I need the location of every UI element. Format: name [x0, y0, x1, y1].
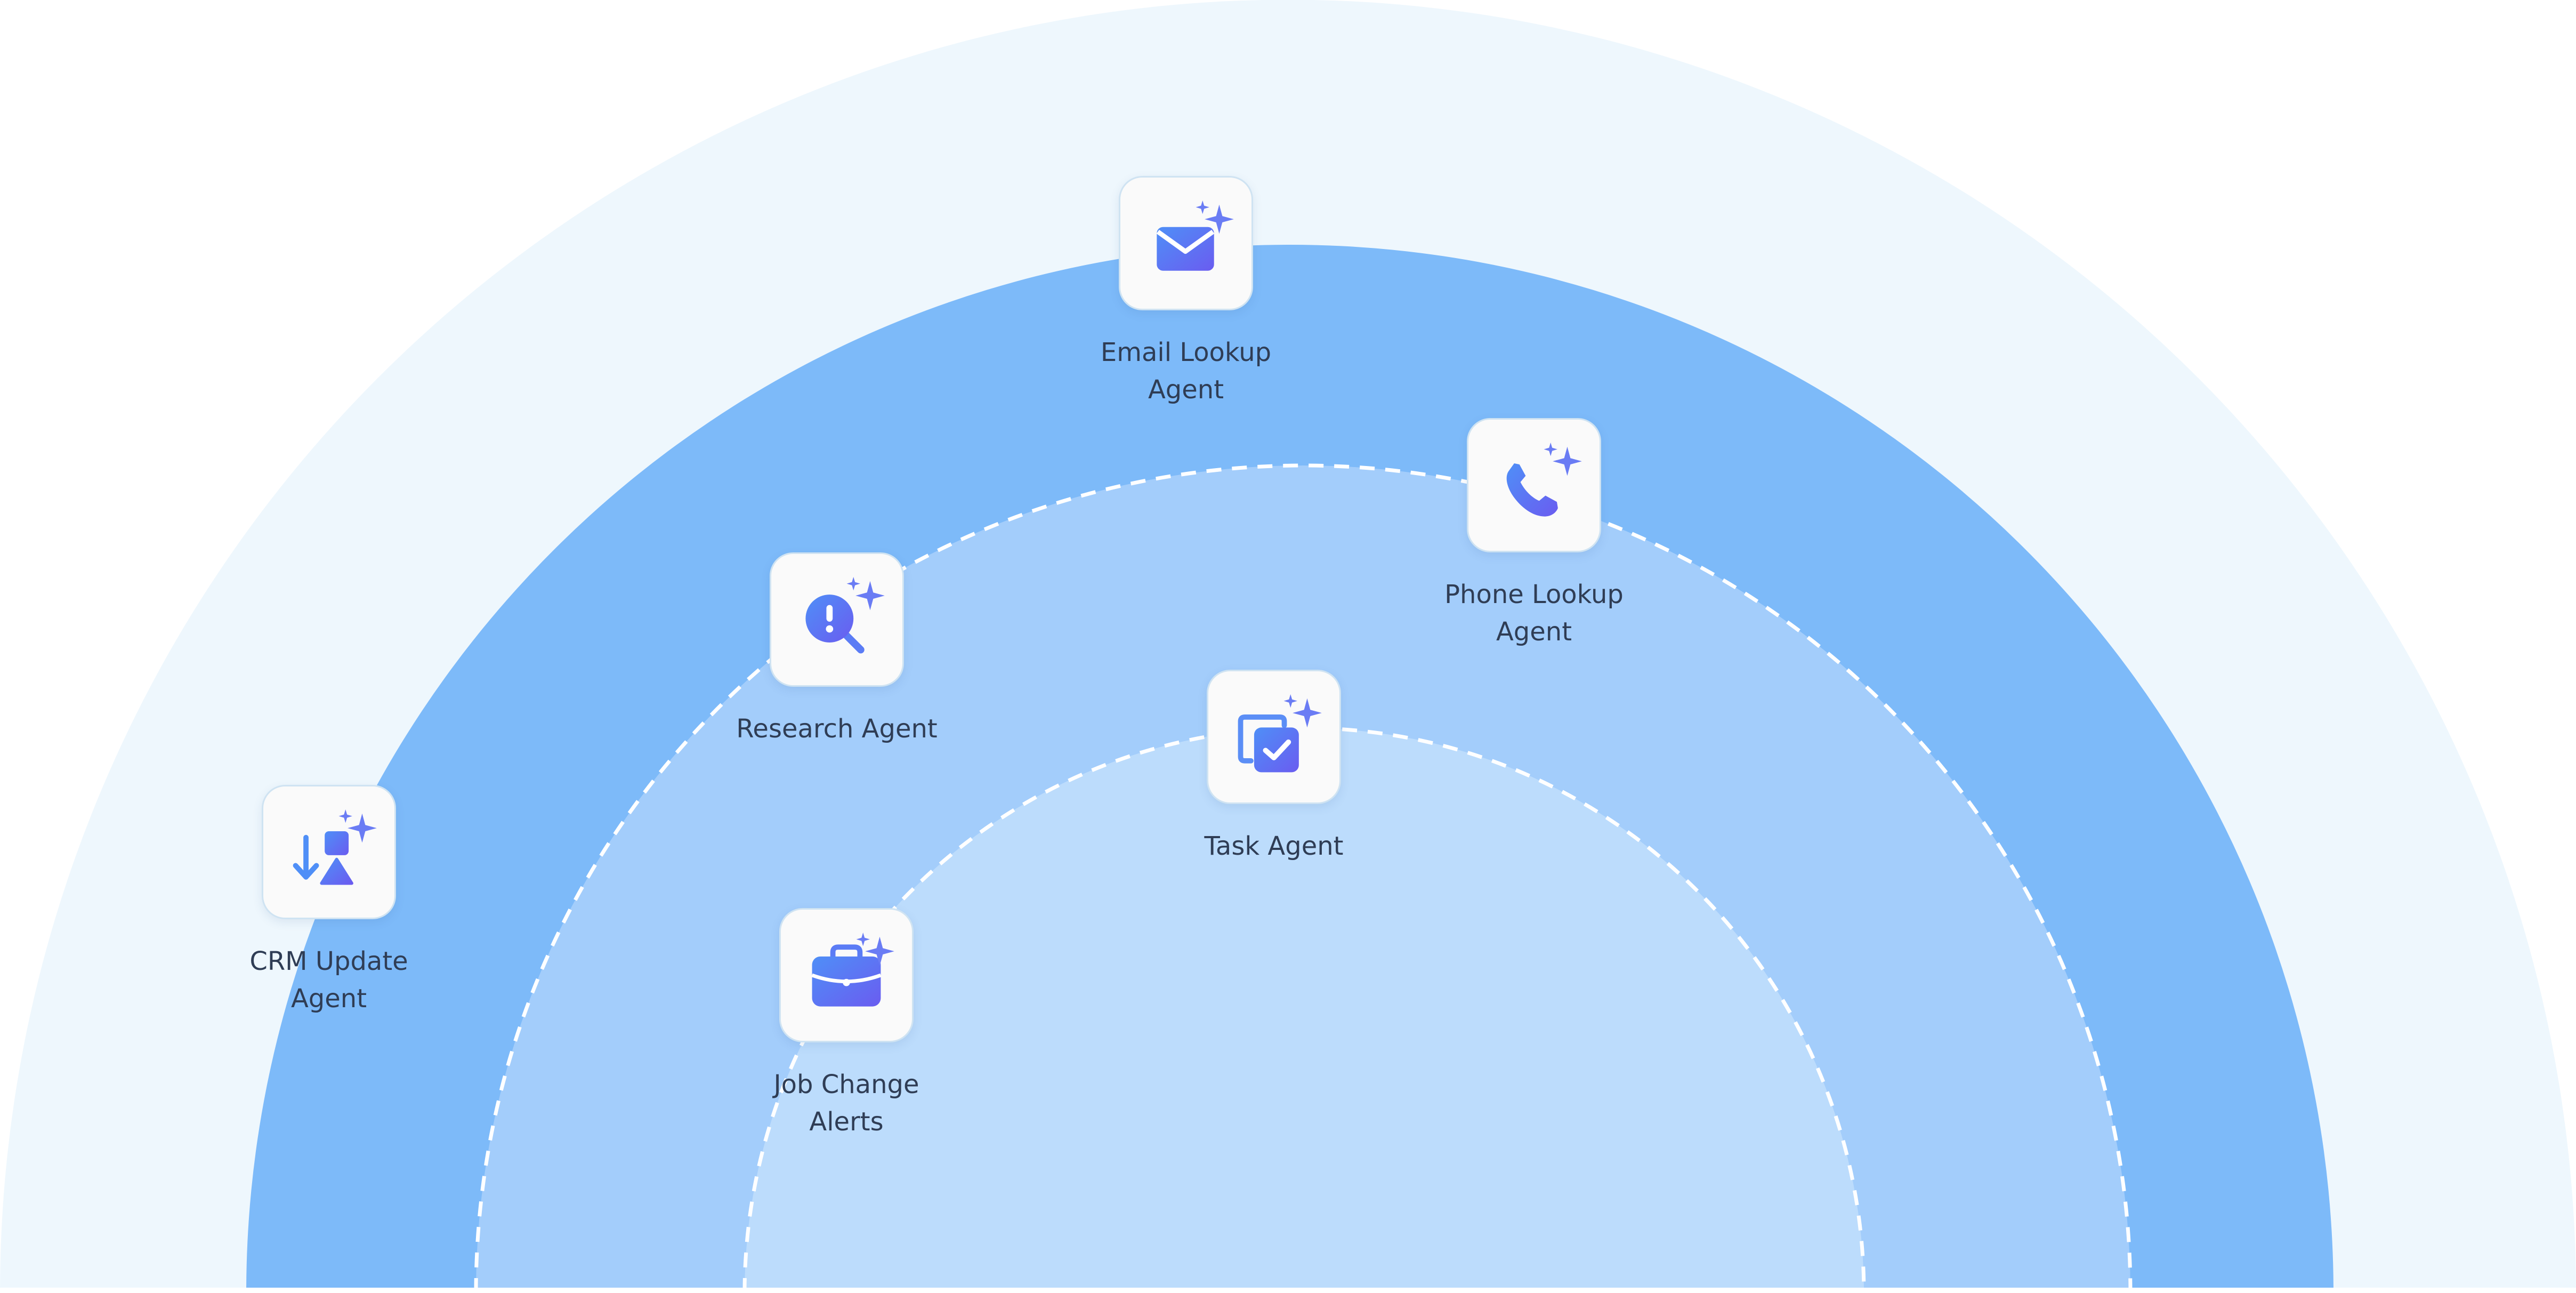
- agent-label: CRM Update Agent: [249, 946, 408, 1014]
- crm-update-sparkle-icon: [293, 809, 377, 885]
- task-sparkle-icon: [1238, 694, 1322, 773]
- agent-crm-update: CRM Update Agent: [196, 785, 462, 1017]
- research-agent-tile[interactable]: [770, 552, 904, 687]
- agent-label: Phone Lookup Agent: [1444, 580, 1624, 647]
- agent-job-change-alerts: Job Change Alerts: [713, 908, 980, 1141]
- agent-email-lookup: Email Lookup Agent: [1053, 176, 1319, 408]
- email-lookup-agent-tile[interactable]: [1119, 176, 1253, 310]
- research-sparkle-icon: [805, 576, 885, 654]
- briefcase-sparkle-icon: [811, 932, 894, 1007]
- job-change-alerts-tile[interactable]: [779, 908, 914, 1042]
- agent-label: Research Agent: [736, 714, 938, 744]
- bottom-base: [0, 1288, 2576, 1293]
- agent-label: Task Agent: [1204, 831, 1344, 861]
- agent-task: Task Agent: [1141, 670, 1407, 865]
- phone-lookup-agent-tile[interactable]: [1467, 418, 1601, 552]
- agent-research: Research Agent: [704, 552, 970, 748]
- crm-update-agent-tile[interactable]: [262, 785, 396, 919]
- phone-sparkle-icon: [1506, 442, 1582, 517]
- agent-label: Job Change Alerts: [773, 1070, 919, 1137]
- email-sparkle-icon: [1156, 200, 1234, 271]
- agent-phone-lookup: Phone Lookup Agent: [1401, 418, 1667, 650]
- agent-label: Email Lookup Agent: [1100, 338, 1272, 405]
- task-agent-tile[interactable]: [1207, 670, 1341, 804]
